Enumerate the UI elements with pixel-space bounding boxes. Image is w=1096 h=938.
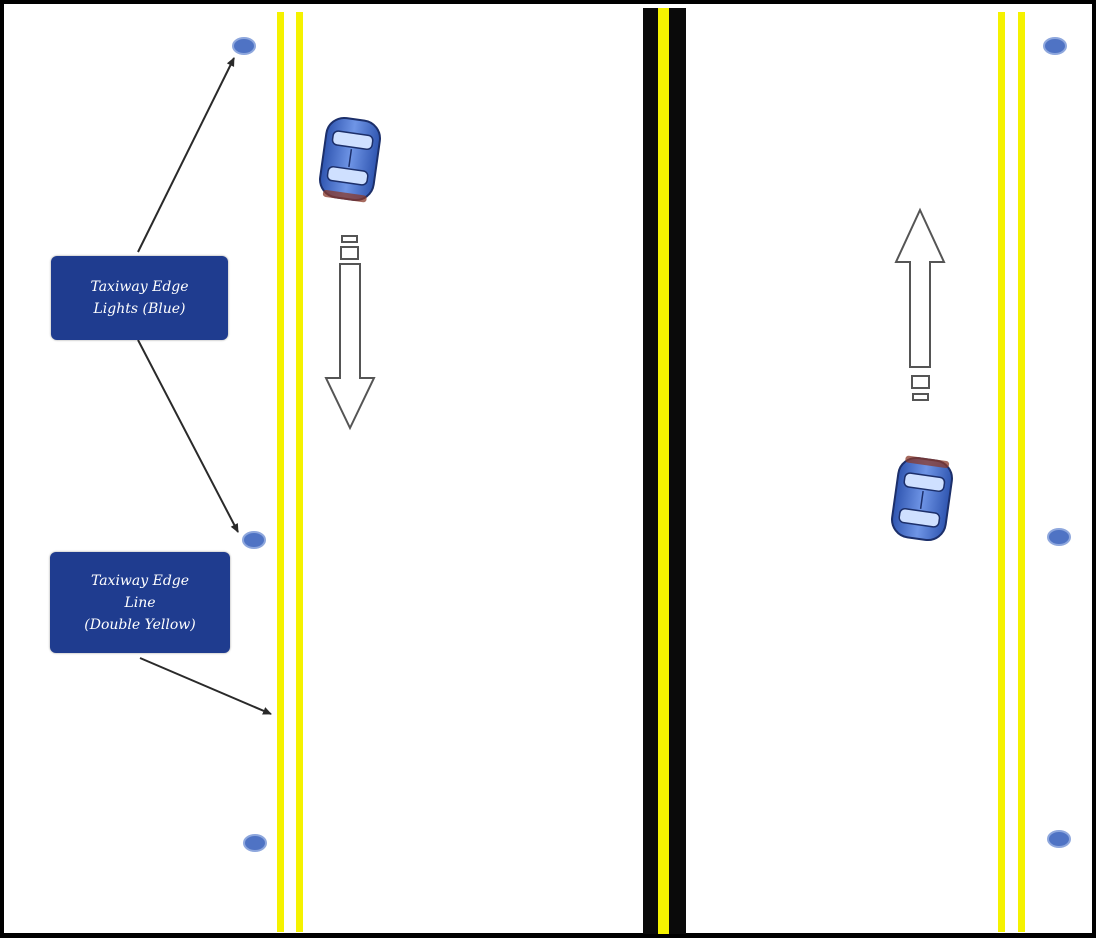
car-icon: [319, 116, 381, 203]
edge-lights: [232, 37, 1071, 852]
edge-line-label: Taxiway Edge Line (Double Yellow): [50, 552, 230, 653]
pointer-arrow-to-mid-light: [137, 339, 239, 533]
edge-line-label-line3: (Double Yellow): [84, 616, 196, 633]
edge-lights-label-line1: Taxiway Edge: [90, 279, 189, 295]
taxiway-centerline: [643, 8, 686, 934]
car-icon: [891, 455, 953, 542]
edge-line-label-line2: Line: [124, 594, 156, 611]
left-edge-line-stripe-2: [296, 12, 303, 932]
edge-light-icon: [232, 37, 256, 55]
edge-lights-label: Taxiway Edge Lights (Blue): [51, 256, 228, 340]
edge-line-label-line1: Taxiway Edge: [90, 572, 190, 589]
left-edge-line: [277, 12, 303, 932]
pointer-arrows: [137, 57, 272, 715]
left-edge-line-stripe-1: [277, 12, 284, 932]
edge-lights-label-line2: Lights (Blue): [93, 301, 186, 317]
edge-light-icon: [243, 834, 267, 852]
right-edge-line: [998, 12, 1025, 932]
centerline-yellow: [658, 8, 669, 934]
edge-light-icon: [242, 531, 266, 549]
arrow-down-icon: [324, 235, 376, 431]
edge-light-icon: [1043, 37, 1067, 55]
right-edge-line-stripe-1: [998, 12, 1005, 932]
right-edge-line-stripe-2: [1018, 12, 1025, 932]
pointer-arrow-to-edge-line: [139, 657, 272, 715]
arrow-up-icon: [894, 207, 946, 401]
edge-light-icon: [1047, 528, 1071, 546]
edge-light-icon: [1047, 830, 1071, 848]
pointer-arrow-to-top-light: [137, 57, 235, 253]
